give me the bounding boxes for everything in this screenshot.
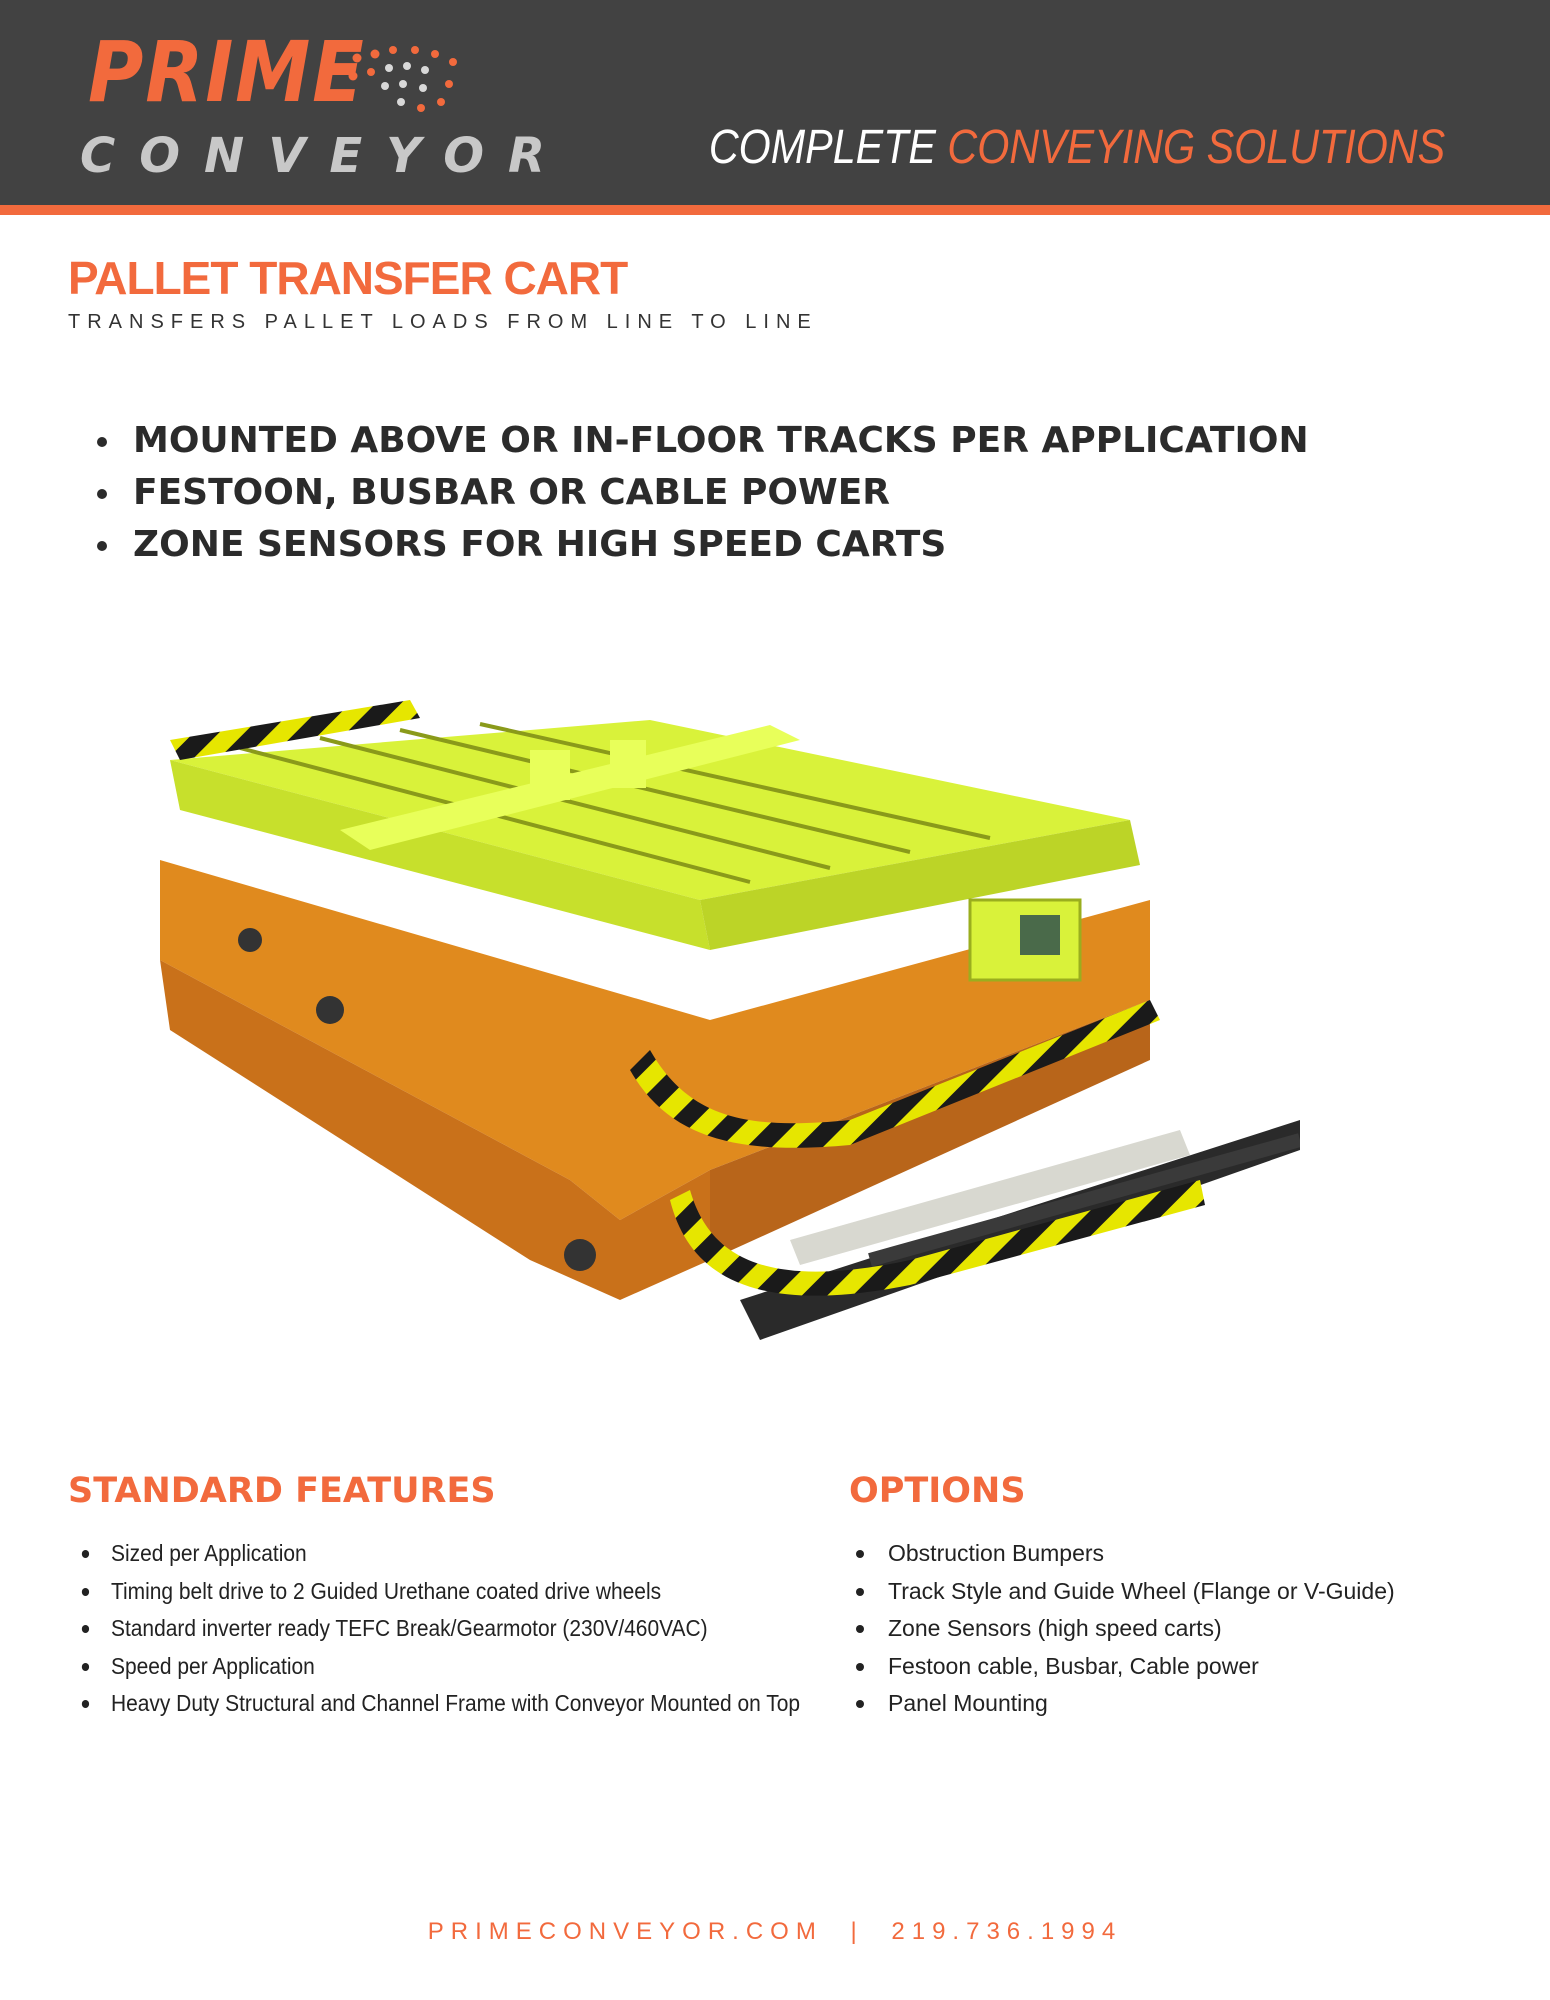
- list-item: Obstruction Bumpers: [854, 1535, 1395, 1573]
- page-title: PALLET TRANSFER CART: [68, 252, 628, 304]
- logo-dots-icon: [348, 46, 457, 112]
- highlight-item: MOUNTED ABOVE OR IN-FLOOR TRACKS PER APP…: [95, 415, 1309, 467]
- list-item: Timing belt drive to 2 Guided Urethane c…: [80, 1573, 800, 1611]
- tagline-accent: CONVEYING SOLUTIONS: [947, 121, 1445, 174]
- options-list: Obstruction Bumpers Track Style and Guid…: [854, 1535, 1395, 1723]
- tagline: COMPLETE CONVEYING SOLUTIONS: [709, 124, 1445, 172]
- standard-features-heading: STANDARD FEATURES: [68, 1471, 496, 1511]
- logo-wordmark-conveyor: CONVEYOR: [80, 128, 569, 184]
- list-item: Track Style and Guide Wheel (Flange or V…: [854, 1573, 1395, 1611]
- options-heading: OPTIONS: [849, 1471, 1026, 1511]
- list-item: Panel Mounting: [854, 1685, 1395, 1723]
- highlight-item: FESTOON, BUSBAR OR CABLE POWER: [95, 467, 1309, 519]
- list-item: Standard inverter ready TEFC Break/Gearm…: [80, 1610, 800, 1648]
- footer-separator: |: [850, 1918, 864, 1945]
- standard-features-list: Sized per Application Timing belt drive …: [80, 1535, 870, 1723]
- tagline-plain: COMPLETE: [708, 121, 936, 174]
- list-item: Sized per Application: [80, 1535, 800, 1573]
- header-divider: [0, 205, 1550, 215]
- list-item: Festoon cable, Busbar, Cable power: [854, 1648, 1395, 1686]
- pallet-transfer-cart-photo: [160, 700, 1300, 1340]
- page-header: PRIME CONVEYOR COMPLETE CONVEYING SOLUTI…: [0, 0, 1550, 205]
- footer-website-link[interactable]: PRIMECONVEYOR.COM: [427, 1918, 823, 1945]
- page-footer: PRIMECONVEYOR.COM | 219.736.1994: [0, 1920, 1550, 1944]
- list-item: Heavy Duty Structural and Channel Frame …: [80, 1685, 800, 1723]
- list-item: Speed per Application: [80, 1648, 800, 1686]
- footer-phone[interactable]: 219.736.1994: [891, 1918, 1123, 1945]
- logo-wordmark-prime: PRIME: [88, 23, 366, 121]
- page-subtitle: TRANSFERS PALLET LOADS FROM LINE TO LINE: [68, 311, 818, 333]
- list-item: Zone Sensors (high speed carts): [854, 1610, 1395, 1648]
- highlight-item: ZONE SENSORS FOR HIGH SPEED CARTS: [95, 519, 1309, 571]
- highlights-list: MOUNTED ABOVE OR IN-FLOOR TRACKS PER APP…: [95, 415, 1309, 571]
